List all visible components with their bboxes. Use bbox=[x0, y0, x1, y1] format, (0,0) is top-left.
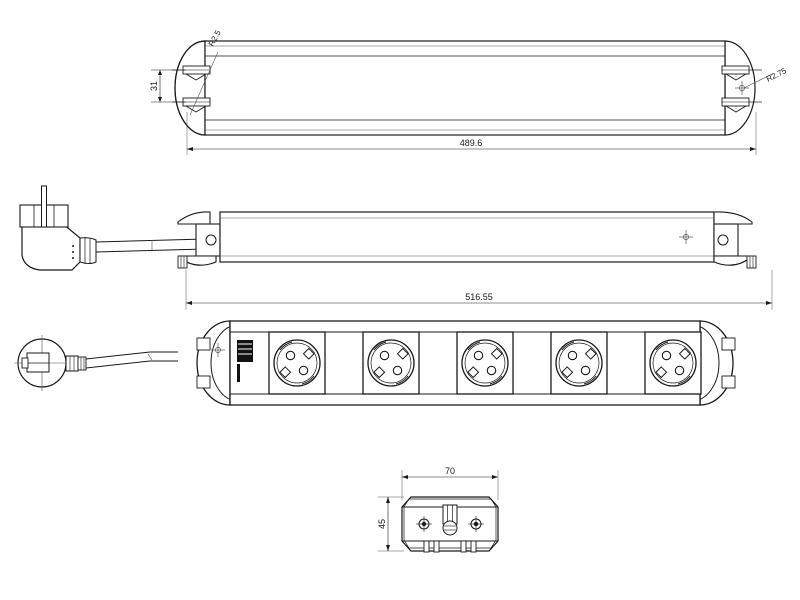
dimension-70-label: 70 bbox=[445, 466, 455, 476]
side-elevation-view bbox=[19, 185, 757, 271]
brand-logo-mark bbox=[237, 340, 253, 382]
dimension-width-70: 70 bbox=[401, 466, 499, 500]
side-right-end-cap bbox=[713, 211, 757, 269]
socket-cell-4[interactable] bbox=[550, 331, 608, 395]
dimension-r275-label: R2.75 bbox=[765, 66, 789, 84]
end-section-view: 70 45 bbox=[377, 466, 499, 553]
dimension-45-label: 45 bbox=[377, 519, 387, 529]
schuko-outlet-5[interactable] bbox=[649, 339, 697, 387]
socket-cell-2[interactable] bbox=[362, 331, 420, 395]
side-left-end-cap bbox=[177, 211, 221, 269]
schuko-outlet-3[interactable] bbox=[461, 339, 509, 387]
cable-strain-relief-side bbox=[79, 237, 97, 264]
plan-view bbox=[14, 320, 736, 406]
dimension-length-4896: 489.6 bbox=[186, 112, 757, 155]
dimension-height-31: 31 bbox=[149, 69, 182, 103]
dimension-31-label: 31 bbox=[149, 81, 159, 91]
angled-plug-side bbox=[19, 185, 81, 271]
schuko-outlet-1[interactable] bbox=[273, 339, 321, 387]
round-plug-top bbox=[14, 335, 87, 391]
top-view-right-clip-lower bbox=[721, 97, 762, 113]
dimension-51655-label: 516.55 bbox=[465, 292, 493, 302]
schuko-outlet-2[interactable] bbox=[367, 339, 415, 387]
socket-cell-5[interactable] bbox=[644, 331, 702, 395]
power-cable-side bbox=[95, 238, 206, 253]
dimension-length-51655: 516.55 bbox=[185, 270, 773, 310]
plan-left-latch bbox=[196, 337, 211, 389]
socket-row bbox=[268, 331, 702, 395]
top-view-right-clip-upper bbox=[721, 65, 762, 81]
schuko-outlet-4[interactable] bbox=[555, 339, 603, 387]
power-cable-plan bbox=[85, 351, 178, 369]
socket-cell-3[interactable] bbox=[456, 331, 514, 395]
section-center-feature bbox=[442, 504, 458, 536]
section-bottom-slots bbox=[423, 540, 477, 553]
socket-cell-1[interactable] bbox=[268, 331, 326, 395]
top-view: R2.5 R2.75 31 489.6 bbox=[149, 28, 788, 155]
plan-right-latch bbox=[721, 337, 736, 389]
dimension-height-45: 45 bbox=[377, 496, 404, 552]
dimension-4896-label: 489.6 bbox=[460, 138, 483, 148]
